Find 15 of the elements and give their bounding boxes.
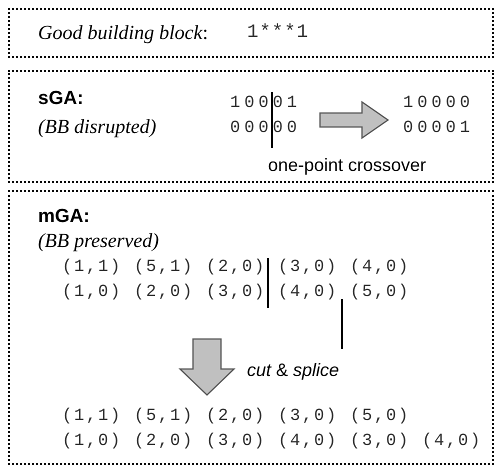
caption-text: (BB disrupted)	[38, 116, 156, 139]
schema-string: 1***1	[247, 22, 310, 44]
gene-string: (1,0) (2,0) (3,0) (4,0) (3,0) (4,0)	[62, 432, 482, 452]
gene-string: (1,0) (2,0) (3,0) (4,0) (5,0)	[62, 283, 410, 303]
bit-string: 00001	[403, 119, 474, 139]
bit-string: 10000	[403, 94, 474, 114]
section-heading: sGA:	[38, 88, 84, 110]
gene-string: (1,1) (5,1) (2,0) (3,0) (4,0)	[62, 258, 410, 278]
section-heading: mGA:	[38, 206, 90, 228]
gene-string: (1,1) (5,1) (2,0) (3,0) (5,0)	[62, 407, 410, 427]
dotted-panel	[8, 8, 494, 58]
block-arrow	[178, 338, 236, 396]
caption-text: (BB preserved)	[38, 230, 159, 253]
caption-text: Good building block:	[38, 22, 208, 45]
block-arrow	[319, 100, 390, 140]
